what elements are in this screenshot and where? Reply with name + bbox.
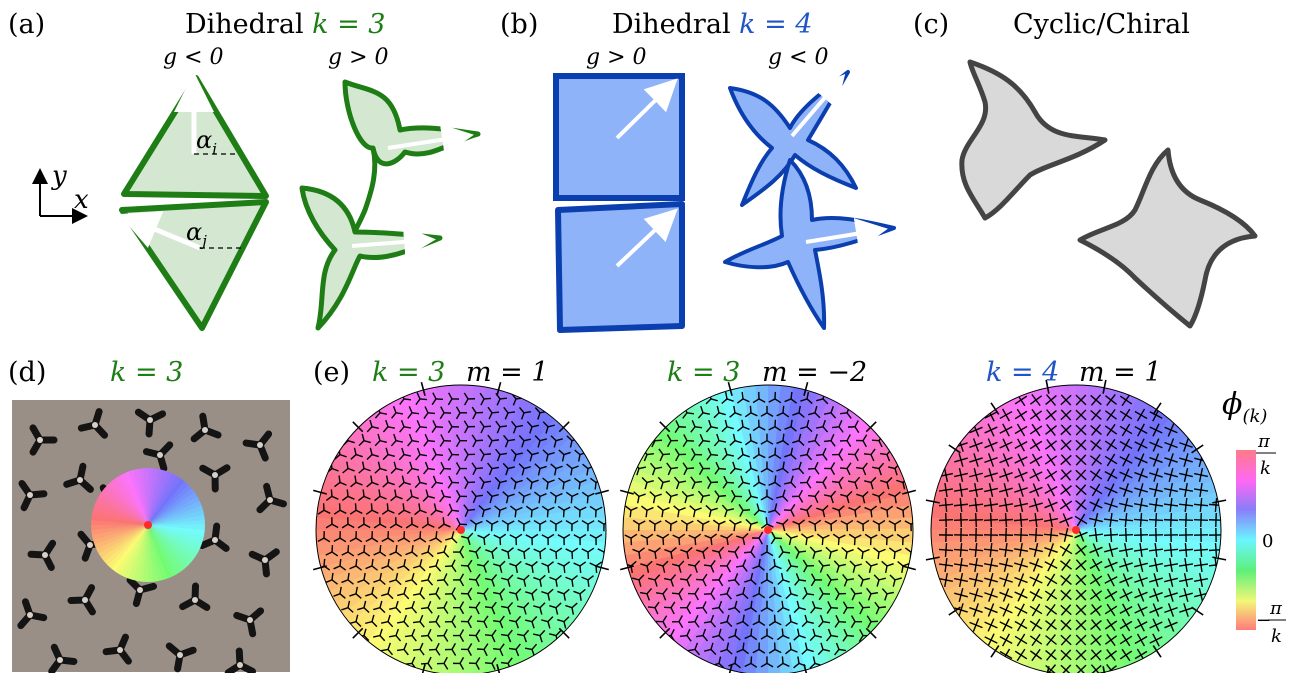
panel-b-tag: (b): [500, 9, 538, 40]
colorbar-top-num: π: [1257, 431, 1271, 452]
photo-center-dot: [144, 521, 152, 529]
disk-1-center: [457, 526, 465, 534]
panel-a-label-left: g < 0: [163, 45, 224, 70]
colorbar-bot-num: π: [1269, 598, 1283, 619]
tristar-lower: [299, 147, 443, 331]
panel-d-tag: (d): [8, 357, 46, 388]
axis-y-label: y: [51, 161, 67, 191]
panel-b-title: Dihedral k = 4: [612, 9, 812, 40]
disk1-m: m = 1: [466, 357, 549, 388]
panel-d-k: k = 3: [110, 357, 183, 388]
panel-a-label-right: g > 0: [328, 45, 389, 70]
panel-a-title: Dihedral k = 3: [185, 9, 385, 40]
disk3-k: k = 4: [986, 357, 1059, 388]
panel-e: (e) k = 3 m = 1 k = 3 m = −2 k = 4 m = 1: [313, 357, 1227, 673]
disk1-k: k = 3: [372, 357, 445, 388]
panel-d: (d) k = 3: [8, 357, 290, 673]
cross-star-lower: [723, 158, 896, 330]
colorbar-bot-sign: −: [1256, 610, 1271, 631]
panel-b-label-left: g > 0: [586, 45, 647, 70]
disk-2-center: [764, 526, 772, 534]
panel-a-tag: (a): [8, 9, 45, 40]
panel-b-label-right: g < 0: [768, 45, 829, 70]
panel-e-tag: (e): [313, 357, 350, 388]
disk-2: [620, 382, 916, 673]
panel-a: (a) Dihedral k = 3 g < 0 g > 0 y x αi αj: [8, 9, 481, 331]
axis-x-label: x: [74, 185, 89, 215]
colorbar-label: ϕ(k): [1222, 387, 1267, 427]
colorbar-gradient: [1236, 450, 1256, 630]
colorbar-top-den: k: [1260, 458, 1271, 479]
chiral-shape-upper: [959, 59, 1108, 221]
panel-b: (b) Dihedral k = 4 g > 0 g < 0: [500, 9, 896, 333]
panel-c: (c) Cyclic/Chiral: [913, 9, 1258, 329]
panel-c-tag: (c): [913, 9, 949, 40]
disk-3-center: [1072, 526, 1080, 534]
disk-1: [313, 382, 609, 673]
tristar-upper: [342, 79, 481, 167]
disk-3: [925, 379, 1227, 673]
alpha-j-label: αj: [186, 218, 207, 250]
colorbar-bot-den: k: [1271, 626, 1282, 647]
xy-axes-icon: y x: [32, 161, 89, 224]
colorbar: ϕ(k) π k 0 − π k: [1222, 387, 1286, 647]
chiral-shape-lower: [1077, 147, 1258, 329]
panel-c-title: Cyclic/Chiral: [1013, 9, 1190, 40]
alpha-i-label: αi: [196, 126, 217, 158]
disk3-m: m = 1: [1079, 357, 1162, 388]
colorbar-mid: 0: [1262, 531, 1273, 552]
disk2-m: m = −2: [762, 357, 867, 388]
photo-color-disk: [91, 468, 205, 582]
